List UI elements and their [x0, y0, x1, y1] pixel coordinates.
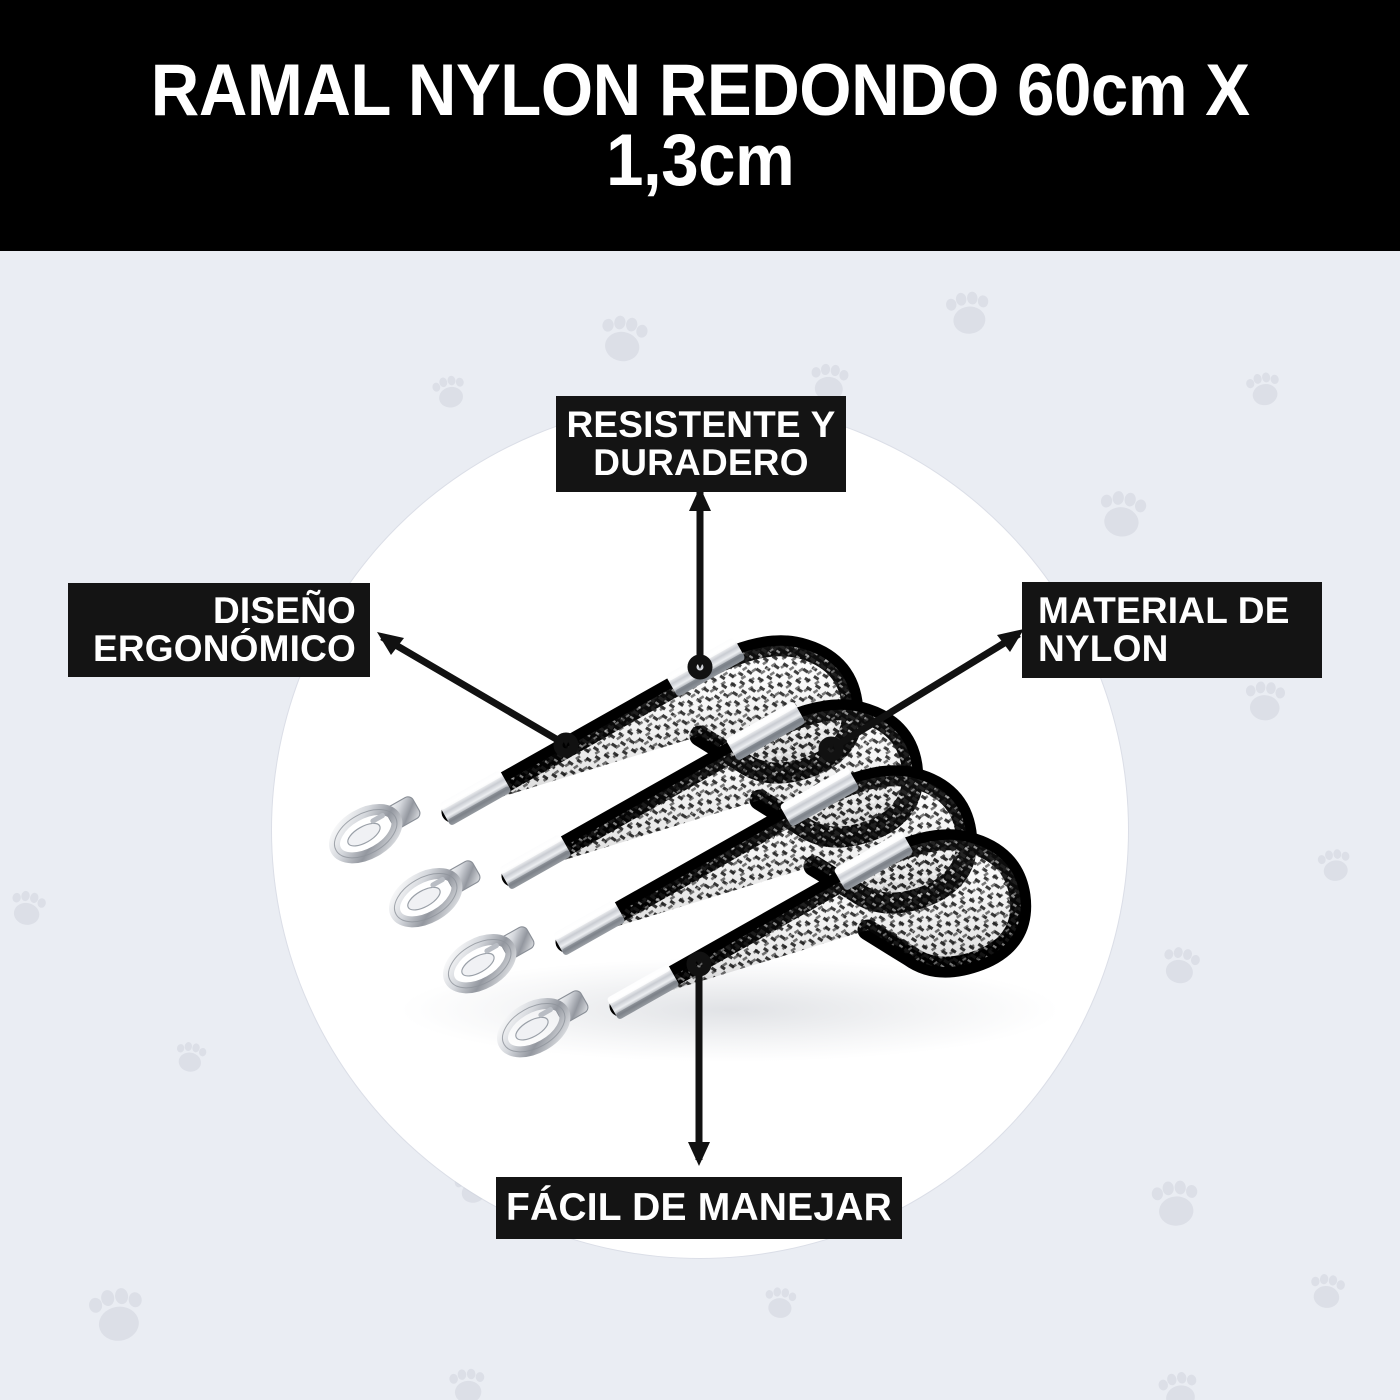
callout-resistente-y-duradero[interactable]: RESISTENTE Y DURADERO: [556, 396, 846, 492]
header-banner: RAMAL NYLON REDONDO 60cm X 1,3cm: [0, 0, 1400, 251]
callout-diseno-line-2: ERGONÓMICO: [92, 628, 356, 669]
snap-hook-tan: [443, 926, 535, 994]
callout-diseno-ergonomico[interactable]: DISEÑO ERGONÓMICO: [68, 583, 370, 677]
callout-facil-de-manejar[interactable]: FÁCIL DE MANEJAR: [496, 1177, 902, 1239]
callout-resistente-line-1: RESISTENTE Y: [566, 404, 836, 446]
connector-arrowheads: [377, 487, 1024, 1166]
callout-facil-line-1: FÁCIL DE MANEJAR: [506, 1186, 893, 1230]
callout-diseno-line-1: DISEÑO: [212, 590, 356, 632]
callout-material-line-2: NYLON: [1038, 628, 1169, 669]
connector-line-material: [832, 631, 1021, 750]
connector-ring-notches: [563, 662, 834, 966]
connector-ring-markers: [553, 654, 844, 977]
callout-material-line-1: MATERIAL DE: [1038, 590, 1290, 632]
connector-line-diseno: [380, 633, 565, 747]
callout-material-de-nylon[interactable]: MATERIAL DE NYLON: [1022, 582, 1322, 678]
page-title: RAMAL NYLON REDONDO 60cm X 1,3cm: [150, 50, 1250, 201]
snap-hook-blue: [497, 990, 589, 1058]
snap-hook-red: [329, 796, 421, 864]
snap-hook-pink: [389, 860, 481, 928]
callout-resistente-line-2: DURADERO: [593, 442, 809, 483]
